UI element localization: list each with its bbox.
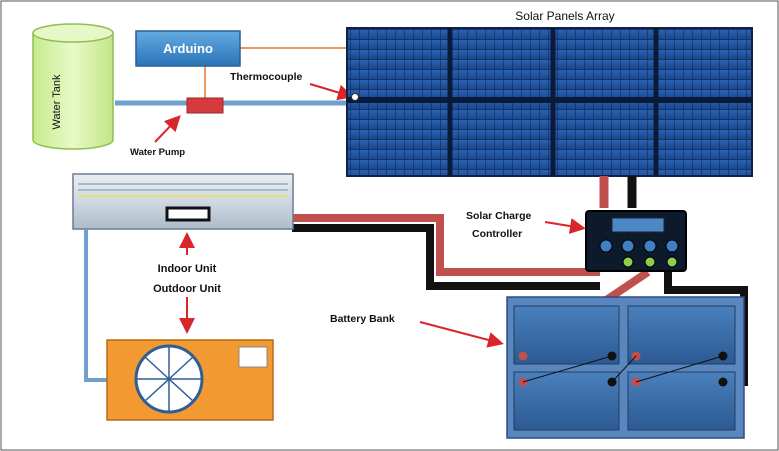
controller-label-line1: Solar Charge [466, 210, 532, 222]
controller-arrow [544, 218, 586, 234]
battery-bank-arrow [419, 321, 504, 348]
thermocouple-sensor [351, 93, 359, 101]
indoor-unit-label: Indoor Unit [158, 263, 217, 275]
outdoor-unit-label: Outdoor Unit [153, 283, 221, 295]
charge-controller [585, 210, 687, 272]
indoor-unit-display [165, 206, 211, 222]
load-negative-wire [292, 224, 600, 290]
indoor-unit [72, 173, 294, 230]
controller-display [611, 217, 665, 233]
outdoor-unit-panel [238, 346, 268, 368]
refrigerant-line [84, 229, 107, 382]
controller-label-line2: Controller [472, 228, 522, 240]
diagram-title: Solar Panels Array [515, 9, 614, 23]
thermocouple-label: Thermocouple [230, 71, 303, 83]
arduino-label: Arduino [163, 41, 213, 56]
water-tank: Water Tank [32, 23, 114, 150]
water-pump [186, 97, 224, 114]
outdoor-unit [106, 339, 274, 421]
water-pump-label: Water Pump [130, 147, 185, 158]
battery-bank-label: Battery Bank [330, 313, 395, 325]
battery-bank [506, 296, 745, 439]
water-tank-label: Water Tank [51, 74, 63, 130]
load-positive-wire [292, 214, 600, 276]
solar-panel-array [346, 27, 753, 177]
thermocouple-arrow [309, 83, 354, 101]
water-pump-arrow [154, 115, 181, 143]
arduino-box: Arduino [135, 30, 241, 67]
